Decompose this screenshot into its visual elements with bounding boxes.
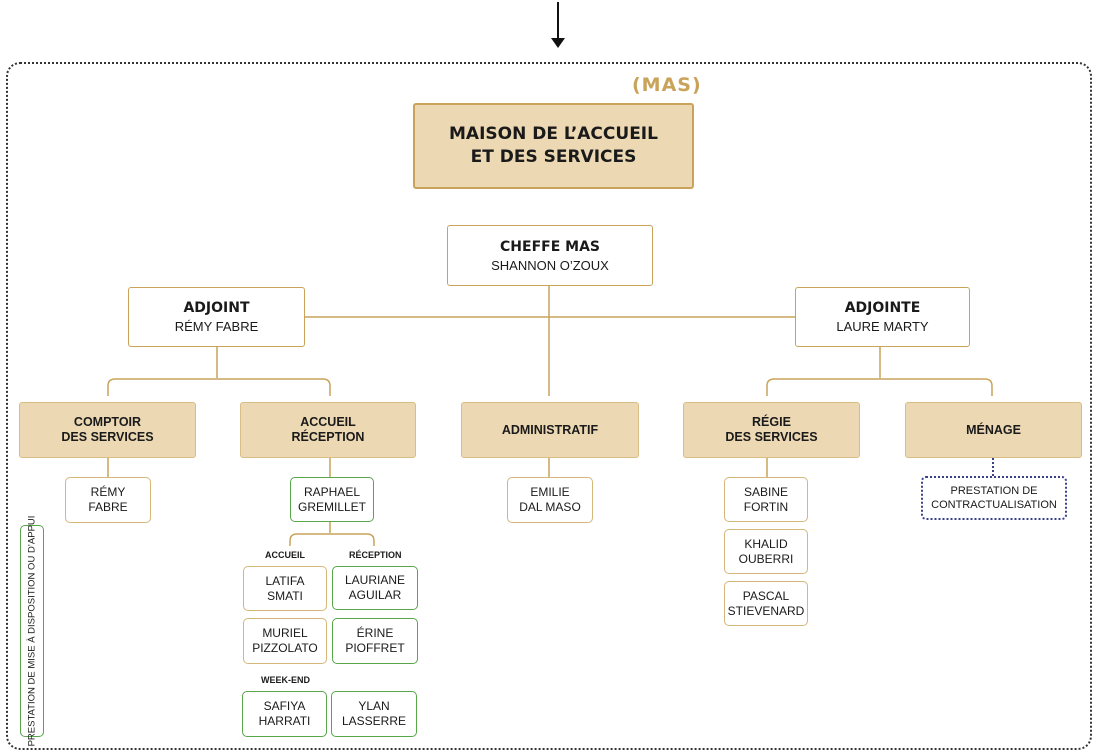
- deputy-left-role: ADJOINT: [183, 300, 250, 316]
- staff-card: PASCAL STIEVENARD: [724, 581, 808, 626]
- staff-last-name: HARRATI: [258, 714, 311, 728]
- staff-last-name: OUBERRI: [738, 551, 794, 566]
- staff-first-name: SABINE: [743, 484, 788, 499]
- chief-name: SHANNON O’ZOUX: [491, 257, 609, 273]
- dept-administratif: ADMINISTRATIF: [461, 402, 639, 458]
- staff-last-name: PIOFFRET: [345, 641, 405, 655]
- staff-first-name: LAURIANE: [344, 573, 406, 587]
- dept-comptoir-line-1: COMPTOIR: [73, 415, 142, 429]
- staff-card: SABINE FORTIN: [724, 477, 808, 522]
- dept-comptoir: COMPTOIR DES SERVICES: [19, 402, 196, 458]
- staff-last-name: STIEVENARD: [727, 603, 805, 618]
- dept-comptoir-line-2: DES SERVICES: [61, 430, 154, 444]
- staff-card: KHALID OUBERRI: [724, 529, 808, 574]
- legend-green-box: PRESTATION DE MISE À DISPOSITION OU D’AP…: [20, 516, 44, 746]
- staff-first-name: SAFIYA: [263, 699, 306, 713]
- entry-arrow-head: [551, 38, 565, 48]
- legend-green-text: PRESTATION DE MISE À DISPOSITION OU D’AP…: [26, 515, 38, 747]
- staff-first-name: PASCAL: [742, 588, 790, 603]
- dept-accueil-line-1: ACCUEIL: [300, 415, 356, 429]
- menage-contract-box: PRESTATION DE CONTRACTUALISATION: [921, 476, 1067, 520]
- staff-first-name: RAPHAEL: [303, 484, 360, 499]
- mas-tag: (MAS): [632, 74, 702, 96]
- staff-card: LATIFA SMATI: [243, 566, 327, 611]
- dept-menage: MÉNAGE: [905, 402, 1082, 458]
- title-box: MAISON DE L’ACCUEIL ET DES SERVICES: [413, 103, 694, 189]
- staff-card: EMILIE DAL MASO: [507, 477, 593, 523]
- staff-last-name: PIZZOLATO: [252, 641, 318, 655]
- dept-regie-line-1: RÉGIE: [752, 415, 791, 429]
- staff-last-name: FORTIN: [743, 499, 789, 514]
- staff-first-name: KHALID: [744, 536, 788, 551]
- staff-last-name: FABRE: [88, 500, 128, 514]
- chief-box: CHEFFE MAS SHANNON O’ZOUX: [447, 225, 653, 286]
- staff-card: YLAN LASSERRE: [331, 691, 417, 737]
- deputy-right-box: ADJOINTE LAURE MARTY: [795, 287, 970, 347]
- title-line-1: MAISON DE L’ACCUEIL: [449, 124, 658, 144]
- dept-accueil-line-2: RÉCEPTION: [291, 430, 365, 444]
- contract-line-2: CONTRACTUALISATION: [931, 499, 1057, 511]
- staff-first-name: MURIEL: [262, 626, 308, 640]
- sublabel-weekend: WEEK-END: [261, 675, 310, 685]
- staff-last-name: DAL MASO: [519, 500, 581, 514]
- staff-first-name: RÉMY: [90, 485, 126, 499]
- staff-last-name: AGUILAR: [348, 588, 402, 602]
- staff-card: RÉMY FABRE: [65, 477, 151, 523]
- staff-card: LAURIANE AGUILAR: [332, 566, 418, 610]
- deputy-right-role: ADJOINTE: [844, 300, 921, 316]
- staff-first-name: ÉRINE: [356, 626, 394, 640]
- entry-arrow-line: [557, 2, 559, 40]
- staff-first-name: EMILIE: [530, 485, 570, 499]
- dept-accueil: ACCUEIL RÉCEPTION: [240, 402, 416, 458]
- deputy-right-name: LAURE MARTY: [836, 319, 929, 334]
- dept-menage-line-1: MÉNAGE: [966, 422, 1021, 437]
- staff-last-name: SMATI: [267, 588, 303, 603]
- contract-line-1: PRESTATION DE: [950, 485, 1038, 497]
- sublabel-accueil: ACCUEIL: [265, 550, 305, 560]
- sublabel-reception: RÉCEPTION: [349, 550, 402, 560]
- mas-frame: [6, 62, 1092, 750]
- chief-role: CHEFFE MAS: [500, 238, 600, 255]
- staff-card: ÉRINE PIOFFRET: [332, 618, 418, 664]
- staff-card: MURIEL PIZZOLATO: [243, 618, 327, 664]
- deputy-left-box: ADJOINT RÉMY FABRE: [128, 287, 305, 347]
- staff-last-name: LASSERRE: [341, 714, 407, 728]
- staff-card-lead: RAPHAEL GREMILLET: [290, 477, 374, 522]
- dept-regie-line-2: DES SERVICES: [725, 430, 818, 444]
- dept-administratif-line-1: ADMINISTRATIF: [501, 422, 599, 437]
- deputy-left-name: RÉMY FABRE: [174, 319, 259, 334]
- staff-card: SAFIYA HARRATI: [242, 691, 327, 737]
- staff-last-name: GREMILLET: [297, 499, 366, 514]
- dept-regie: RÉGIE DES SERVICES: [683, 402, 860, 458]
- staff-first-name: YLAN: [358, 699, 390, 713]
- title-line-2: ET DES SERVICES: [470, 147, 637, 167]
- staff-first-name: LATIFA: [265, 573, 305, 588]
